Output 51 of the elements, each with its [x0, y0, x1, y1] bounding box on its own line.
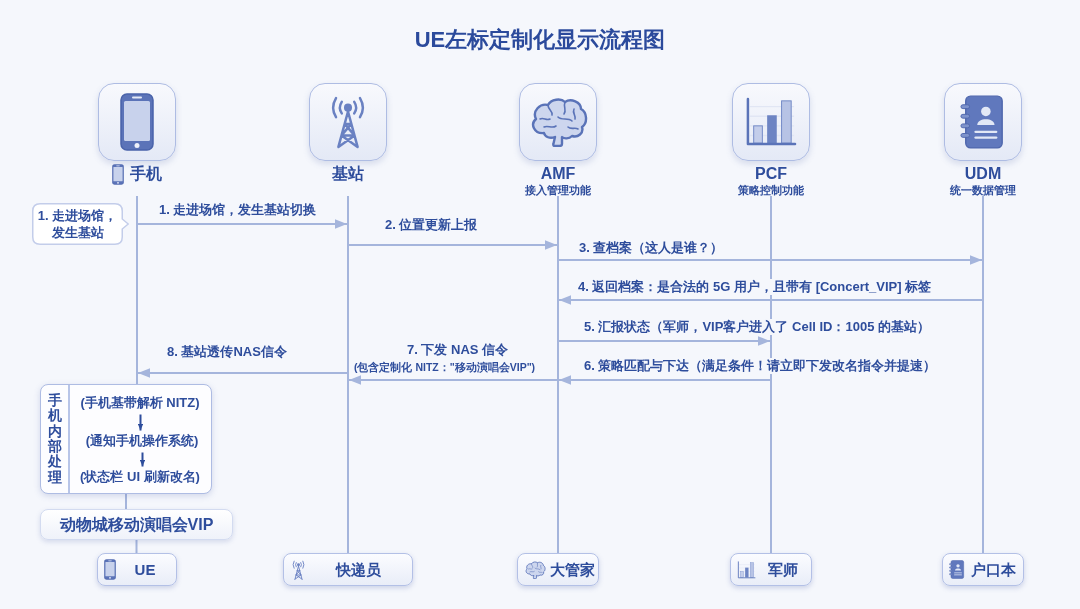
lifeline [557, 196, 559, 553]
flow-arrow [137, 413, 144, 432]
actor-box [97, 553, 177, 586]
participant-role: 接入管理功能 [525, 184, 591, 197]
actor-name: UE [134, 559, 156, 580]
actor-name: 快递员 [336, 559, 381, 580]
edge-label: 4. 返回档案：是合法的 5G 用户，且带有 [Concert_VIP] 标签 [576, 279, 934, 295]
actor-name: 大管家 [550, 559, 595, 580]
flow-arrow [139, 451, 146, 468]
lifeline [135, 539, 138, 554]
edge-label: 1. 走进场馆，发生基站切换 [157, 202, 319, 218]
step-text: (状态栏 UI 刷新改名) [80, 469, 200, 485]
step-text: (手机基带解析 NITZ) [80, 395, 200, 411]
status-banner [40, 509, 233, 540]
actor-name: 军师 [767, 559, 798, 580]
participant-name: 手机 [130, 164, 162, 184]
message-arrow [558, 255, 983, 265]
participant-role: 策略控制功能 [738, 184, 804, 197]
speech-bubble [32, 203, 129, 245]
actor-box [517, 553, 599, 586]
message-arrow [348, 375, 558, 385]
message-arrow [137, 368, 348, 378]
lifeline [136, 196, 138, 384]
actor-box [942, 553, 1024, 586]
edge-label: 7. 下发 NAS 信令 [405, 342, 511, 358]
process-panel [40, 384, 212, 494]
lifeline [347, 196, 349, 553]
message-arrow [558, 295, 983, 305]
edge-label: 8. 基站透传NAS信令 [165, 344, 289, 360]
diagram-title: UE左标定制化显示流程图 [414, 26, 666, 54]
participant-name: 基站 [332, 164, 364, 184]
edge-sublabel: (包含定制化 NITZ："移动演唱会VIP") [352, 360, 538, 374]
actor-box [730, 553, 812, 586]
participant-name: UDM [964, 164, 1002, 184]
message-arrow [558, 375, 771, 385]
participant-name: AMF [540, 164, 576, 184]
actor-name: 户口本 [970, 559, 1016, 580]
status-text: 动物城移动演唱会VIP [59, 514, 214, 535]
vertical-heading: 手机内部处理 [47, 392, 62, 486]
message-arrow [558, 336, 771, 346]
step-text: (通知手机操作系统) [85, 433, 199, 449]
lifeline [770, 196, 772, 553]
lifeline [982, 196, 984, 553]
callout-text: 1. 走进场馆，发生基站 [36, 207, 119, 241]
message-arrow [348, 240, 558, 250]
participant-role: 统一数据管理 [950, 184, 1016, 197]
message-arrow [137, 219, 348, 229]
participant-name: PCF [755, 164, 787, 184]
edge-label: 2. 位置更新上报 [383, 217, 480, 233]
actor-box [283, 553, 413, 586]
lifeline [125, 493, 127, 510]
